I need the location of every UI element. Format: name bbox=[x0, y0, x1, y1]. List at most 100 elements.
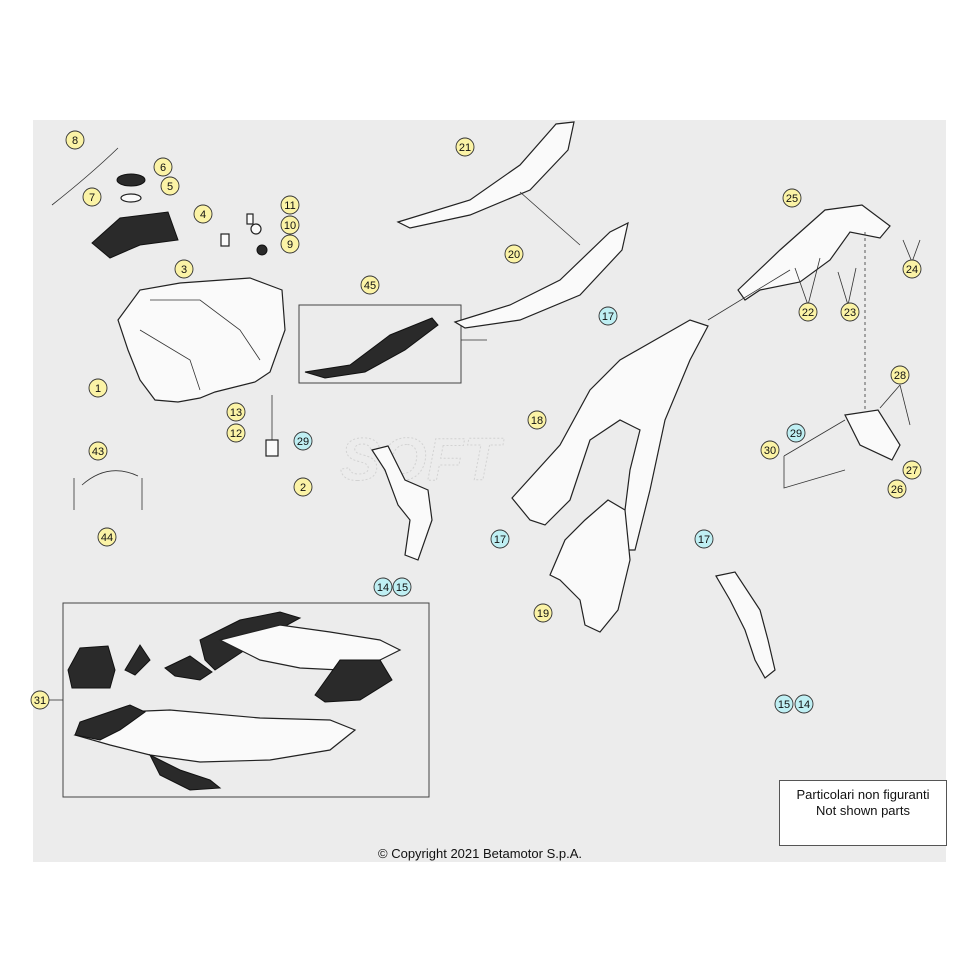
decal-small-2 bbox=[164, 655, 213, 681]
callout-circle bbox=[902, 460, 922, 480]
callout-14b: 14 bbox=[794, 694, 814, 714]
callout-27: 27 bbox=[902, 460, 922, 480]
callout-circle bbox=[193, 204, 213, 224]
callout-45: 45 bbox=[360, 275, 380, 295]
nut-9 bbox=[256, 244, 268, 256]
callout-4: 4 bbox=[193, 204, 213, 224]
callout-label: 6 bbox=[160, 162, 166, 174]
callout-circle bbox=[782, 188, 802, 208]
radiator-guard-right bbox=[715, 571, 776, 679]
callout-5: 5 bbox=[160, 176, 180, 196]
callout-7: 7 bbox=[82, 187, 102, 207]
callout-label: 45 bbox=[364, 280, 376, 292]
callout-17a: 17 bbox=[598, 306, 618, 326]
callout-label: 14 bbox=[377, 582, 389, 594]
callout-label: 3 bbox=[181, 264, 187, 276]
callout-label: 19 bbox=[537, 608, 549, 620]
decal-lower-long bbox=[73, 709, 357, 763]
callout-label: 5 bbox=[167, 181, 173, 193]
callout-label: 29 bbox=[790, 428, 802, 440]
decal-lower-bottom bbox=[148, 753, 222, 791]
callout-circle bbox=[794, 694, 814, 714]
callout-label: 20 bbox=[508, 249, 520, 261]
seat-cover-45 bbox=[304, 317, 439, 379]
callout-15b: 15 bbox=[774, 694, 794, 714]
callout-circle bbox=[280, 195, 300, 215]
callout-31: 31 bbox=[30, 690, 50, 710]
callout-6: 6 bbox=[153, 157, 173, 177]
callout-circle bbox=[153, 157, 173, 177]
callout-circle bbox=[902, 259, 922, 279]
decal-front-plate bbox=[67, 645, 116, 689]
callout-label: 18 bbox=[531, 415, 543, 427]
callout-circle bbox=[160, 176, 180, 196]
callout-circle bbox=[533, 603, 553, 623]
callout-label: 7 bbox=[89, 192, 95, 204]
watermark: SOFT bbox=[340, 426, 505, 494]
leaders-22 bbox=[794, 257, 821, 306]
callout-17b: 17 bbox=[490, 529, 510, 549]
callout-8: 8 bbox=[65, 130, 85, 150]
callout-24: 24 bbox=[902, 259, 922, 279]
callout-label: 26 bbox=[891, 484, 903, 496]
side-panel-18 bbox=[511, 319, 709, 551]
fuel-tank-detail bbox=[139, 299, 261, 391]
callout-circle bbox=[455, 137, 475, 157]
callout-circle bbox=[226, 423, 246, 443]
copyright: © Copyright 2021 Betamotor S.p.A. bbox=[378, 846, 582, 861]
callout-circle bbox=[490, 529, 510, 549]
seat-21 bbox=[396, 121, 575, 229]
callout-label: 13 bbox=[230, 407, 242, 419]
seat-20 bbox=[453, 221, 629, 329]
note-line-2: Not shown parts bbox=[816, 803, 910, 818]
callout-29a: 29 bbox=[293, 431, 313, 451]
callout-label: 28 bbox=[894, 370, 906, 382]
washer-10 bbox=[250, 223, 262, 235]
callout-44: 44 bbox=[97, 527, 117, 547]
callout-label: 24 bbox=[906, 264, 918, 276]
callout-label: 17 bbox=[698, 534, 710, 546]
callout-17c: 17 bbox=[694, 529, 714, 549]
callout-10: 10 bbox=[280, 215, 300, 235]
callout-label: 29 bbox=[297, 436, 309, 448]
filler-hose bbox=[51, 147, 119, 206]
callout-label: 25 bbox=[786, 193, 798, 205]
not-shown-parts-note: Particolari non figuranti Not shown part… bbox=[779, 780, 947, 846]
radiator-shroud-19 bbox=[549, 499, 631, 633]
callout-43: 43 bbox=[88, 441, 108, 461]
callout-circle bbox=[694, 529, 714, 549]
fuel-cap bbox=[116, 173, 146, 187]
callout-20: 20 bbox=[504, 244, 524, 264]
callout-3: 3 bbox=[174, 259, 194, 279]
callout-label: 31 bbox=[34, 695, 46, 707]
callout-label: 4 bbox=[200, 209, 206, 221]
callout-label: 27 bbox=[906, 465, 918, 477]
svg-text:SOFT: SOFT bbox=[340, 426, 504, 493]
callout-23: 23 bbox=[840, 302, 860, 322]
fuel-tank bbox=[117, 277, 286, 403]
callout-label: 43 bbox=[92, 446, 104, 458]
fuel-cap-seal bbox=[120, 193, 142, 203]
callout-circle bbox=[280, 234, 300, 254]
callout-9: 9 bbox=[280, 234, 300, 254]
callout-label: 2 bbox=[300, 482, 306, 494]
callout-circle bbox=[30, 690, 50, 710]
callout-18: 18 bbox=[527, 410, 547, 430]
callout-circle bbox=[798, 302, 818, 322]
callout-label: 12 bbox=[230, 428, 242, 440]
callout-circle bbox=[65, 130, 85, 150]
callout-14a: 14 bbox=[373, 577, 393, 597]
callout-label: 8 bbox=[72, 135, 78, 147]
callout-circle bbox=[760, 440, 780, 460]
bolt-11 bbox=[246, 213, 254, 225]
callout-circle bbox=[373, 577, 393, 597]
callout-circle bbox=[360, 275, 380, 295]
callout-circle bbox=[786, 423, 806, 443]
callout-label: 11 bbox=[284, 200, 295, 212]
decal-lower-tail bbox=[74, 704, 146, 741]
leaders-28 bbox=[879, 384, 911, 426]
callout-label: 17 bbox=[602, 311, 614, 323]
number-plate bbox=[844, 409, 901, 461]
note-line-1: Particolari non figuranti bbox=[796, 787, 930, 802]
